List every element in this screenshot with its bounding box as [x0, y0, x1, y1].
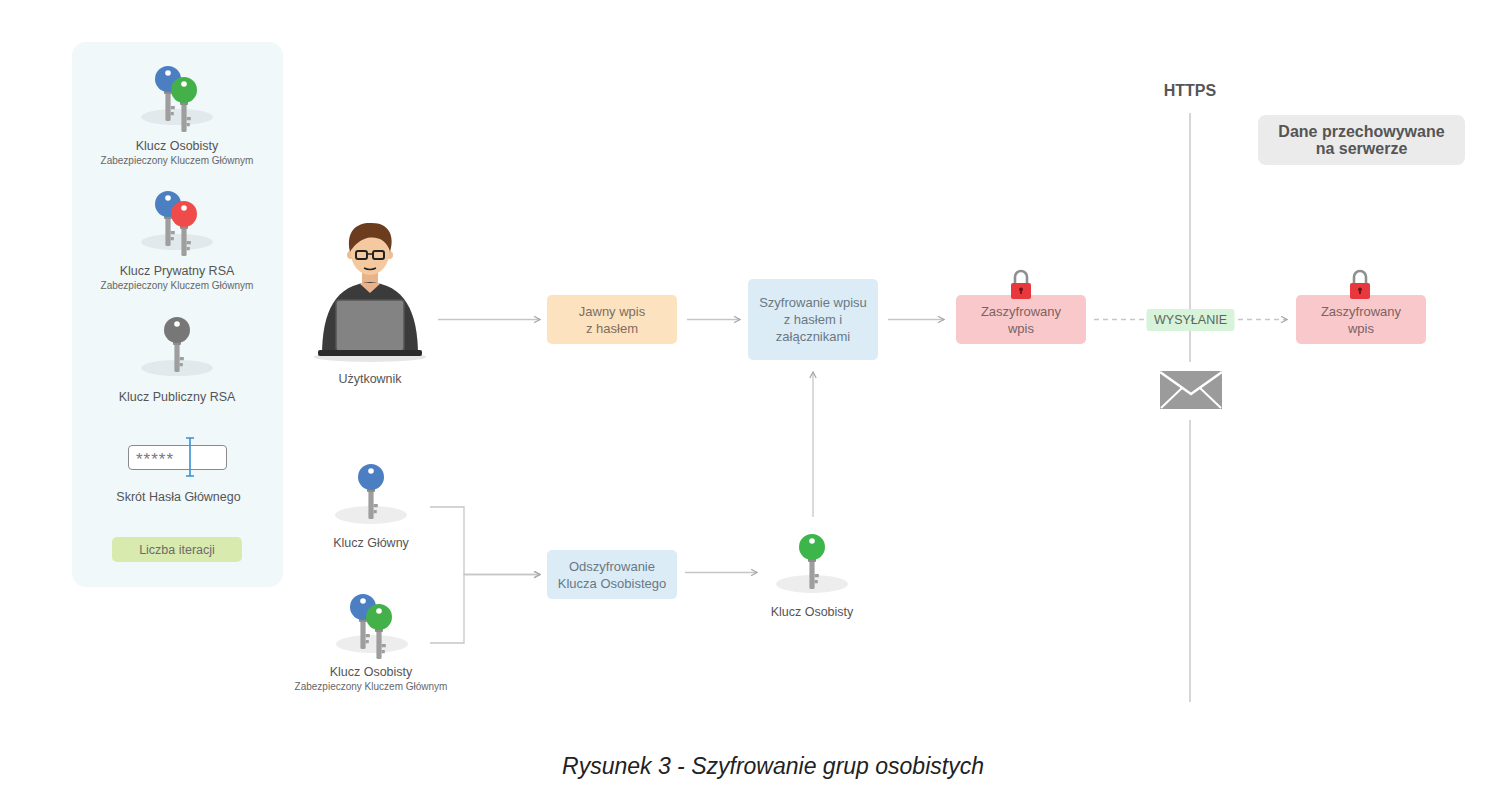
flow-arrow	[430, 575, 540, 644]
key-item: Klucz OsobistyZabezpieczony Kluczem Głów…	[312, 590, 430, 693]
item-label: Klucz Prywatny RSA	[120, 263, 235, 279]
user-illustration	[314, 223, 426, 362]
figure-caption: Rysunek 3 - Szyfrowanie grup osobistych	[273, 752, 1273, 780]
boundary-label: HTTPS	[1140, 80, 1240, 102]
master-key-icon	[358, 464, 384, 519]
masked-password: *****	[136, 445, 174, 470]
key-item: Klucz Osobisty	[762, 525, 862, 620]
tag-box: Liczba iteracji	[112, 537, 242, 562]
flow-arrow	[888, 319, 944, 320]
flow-arrow	[685, 572, 757, 573]
item-sublabel: Zabezpieczony Kluczem Głównym	[101, 279, 254, 292]
storage-panel: Klucz OsobistyZabezpieczony Kluczem Głów…	[72, 42, 283, 587]
flow-arrow	[430, 507, 540, 575]
envelope-symbol	[1160, 371, 1222, 409]
item-label: Klucz Osobisty	[771, 604, 854, 620]
lock-icon	[1011, 271, 1031, 299]
process-box: Zaszyfrowany wpis	[956, 295, 1086, 344]
process-box: Odszyfrowanie Klucza Osobistego	[547, 550, 677, 599]
personal-key-icon	[799, 534, 825, 589]
item-label: Klucz Osobisty	[136, 138, 219, 154]
key-shadow	[336, 635, 408, 653]
personal-key-icon	[366, 604, 392, 659]
process-box: Szyfrowanie wpisu z hasłem i załącznikam…	[748, 279, 878, 360]
text-cursor-symbol	[186, 438, 194, 476]
key-item: Klucz Publiczny RSA	[82, 310, 272, 405]
lock-icon	[1350, 271, 1370, 299]
box-label: Liczba iteracji	[139, 542, 215, 558]
box-label: Dane przechowywane na serwerze	[1271, 123, 1452, 157]
flow-arrow	[438, 319, 540, 320]
flow-arrow	[812, 372, 813, 517]
box-label: Szyfrowanie wpisu z hasłem i załącznikam…	[757, 294, 869, 345]
envelope-flap	[1160, 372, 1222, 394]
envelope-fold	[1161, 388, 1221, 408]
envelope-backdrop	[1154, 362, 1228, 420]
key-shadow	[335, 506, 407, 524]
item-label: Klucz Publiczny RSA	[119, 389, 236, 405]
rsa-public-key-icon	[164, 317, 190, 372]
key-shadow	[141, 109, 213, 125]
key-shadow	[776, 575, 848, 593]
user-node: Użytkownik	[305, 222, 435, 387]
server-note: Dane przechowywane na serwerze	[1258, 115, 1465, 165]
item-label: Klucz Osobisty	[330, 664, 413, 680]
field-label: Skrót Hasła Głównego	[79, 488, 278, 506]
flow-arrow	[687, 319, 740, 320]
box-label: Odszyfrowanie Klucza Osobistego	[556, 558, 668, 592]
master-key-icon	[155, 66, 181, 121]
process-box: Jawny wpis z hasłem	[547, 295, 677, 344]
key-shadow	[141, 360, 213, 376]
master-key-icon	[155, 191, 181, 246]
envelope-body	[1160, 371, 1222, 409]
box-label: Zaszyfrowany wpis	[1316, 303, 1406, 337]
item-label: Użytkownik	[338, 371, 401, 387]
password-field: *****Skrót Hasła Głównego	[128, 445, 227, 470]
item-sublabel: Zabezpieczony Kluczem Głównym	[295, 680, 448, 693]
item-sublabel: Zabezpieczony Kluczem Głównym	[101, 154, 254, 167]
key-item: Klucz Prywatny RSAZabezpieczony Kluczem …	[82, 188, 272, 292]
box-label: Zaszyfrowany wpis	[976, 303, 1066, 337]
process-box: Zaszyfrowany wpis	[1296, 295, 1426, 344]
master-key-icon	[350, 594, 376, 649]
https-boundary-line	[1189, 113, 1191, 702]
box-label: Jawny wpis z hasłem	[577, 303, 647, 337]
key-shadow	[141, 234, 213, 250]
key-item: Klucz OsobistyZabezpieczony Kluczem Głów…	[82, 62, 272, 167]
key-item: Klucz Główny	[312, 460, 430, 551]
item-label: Klucz Główny	[333, 535, 409, 551]
edge-label: WYSYŁANIE	[1146, 309, 1235, 331]
rsa-private-key-icon	[171, 201, 197, 256]
personal-key-icon	[171, 77, 197, 132]
